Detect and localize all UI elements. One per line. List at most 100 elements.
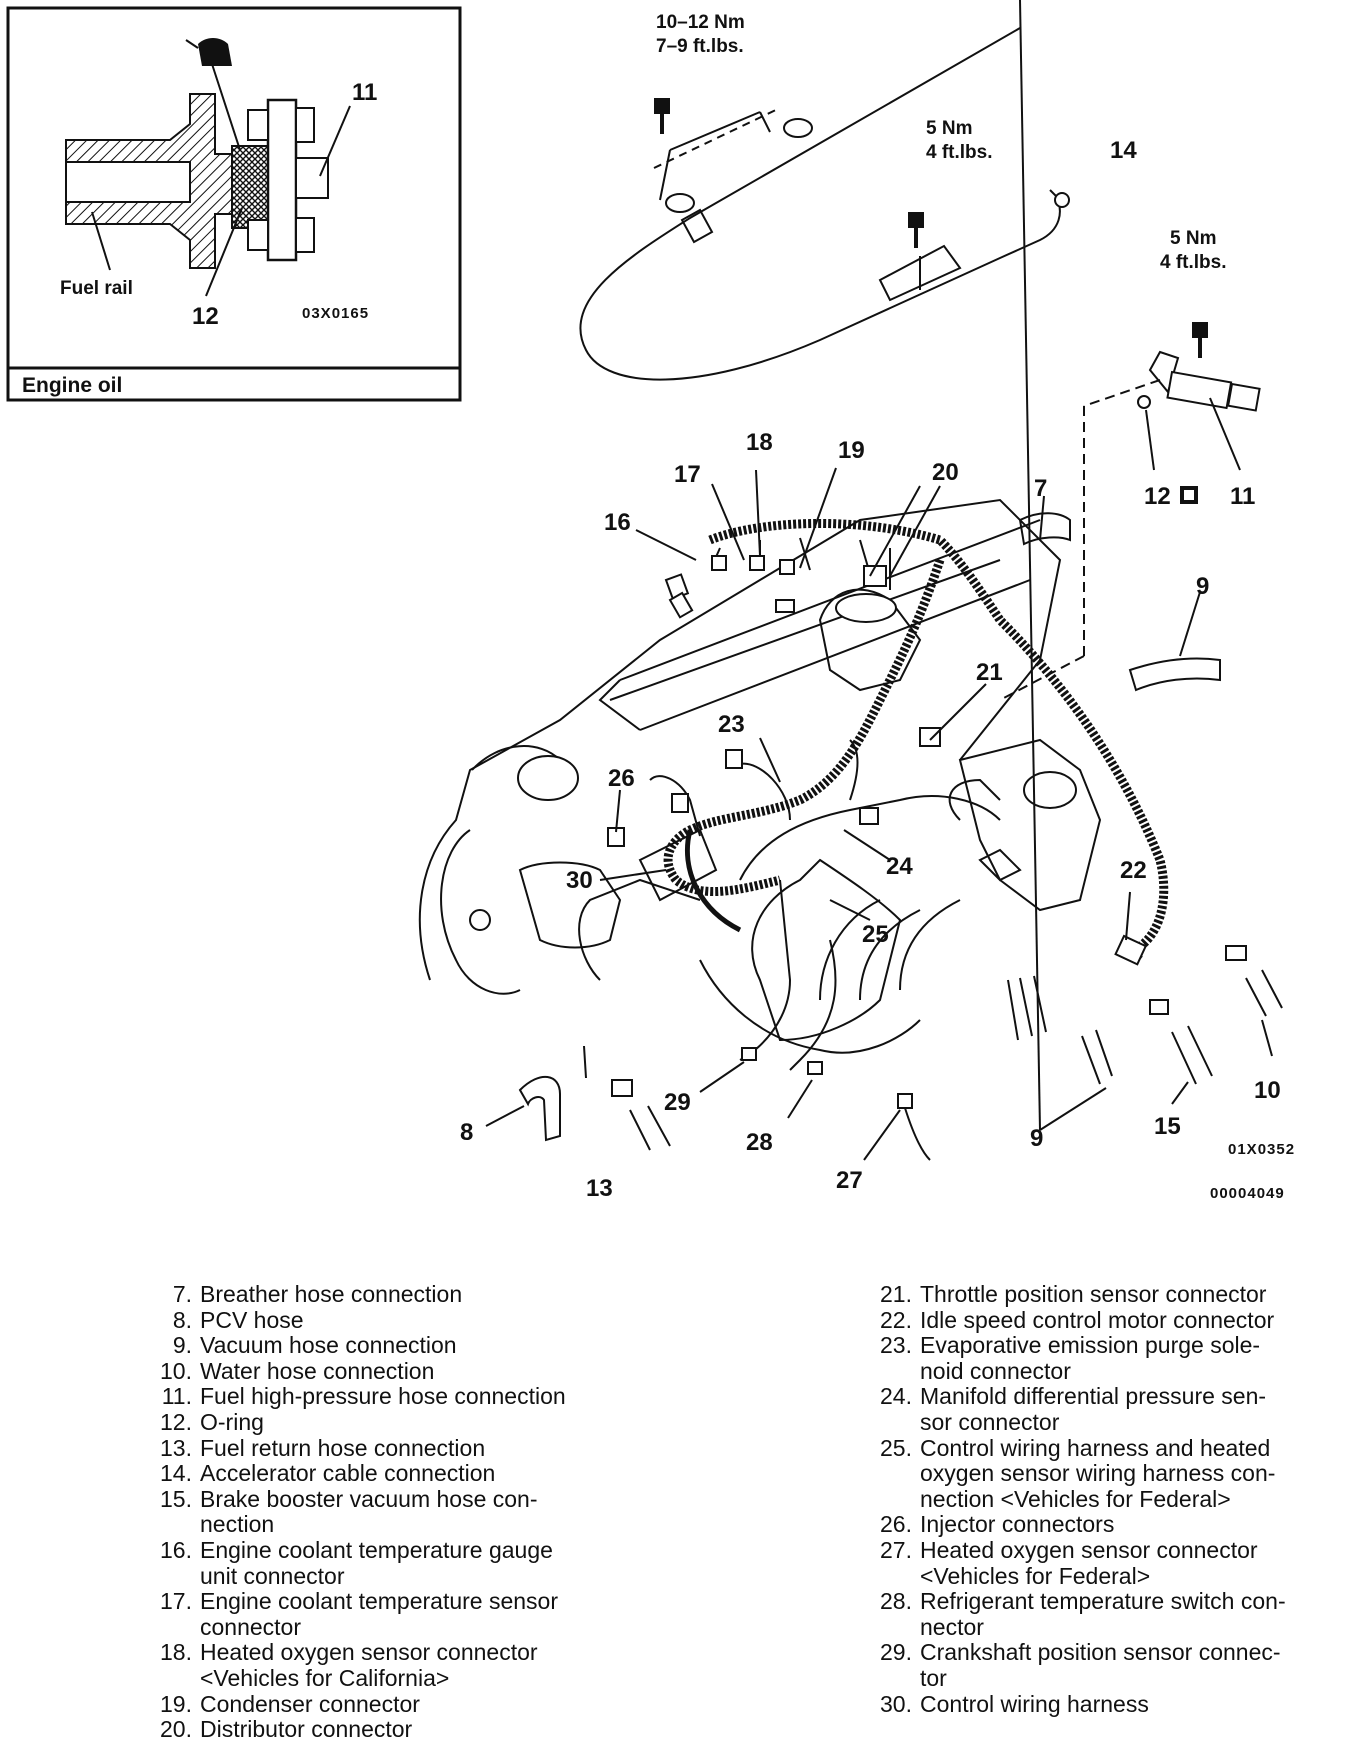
legend-text: tor xyxy=(920,1664,947,1691)
legend-text: PCV hose xyxy=(200,1306,304,1333)
callout-22: 22 xyxy=(1120,857,1147,884)
legend-number: 25. xyxy=(880,1434,912,1461)
legend-text: Crankshaft position sensor connec- xyxy=(920,1639,1281,1666)
inset-callout-12: 12 xyxy=(192,303,219,330)
legend-item: 30.Control wiring harness xyxy=(868,1691,1348,1718)
legend-text: unit connector xyxy=(200,1562,345,1589)
legend-text: Accelerator cable connection xyxy=(200,1460,496,1487)
inset-panel: Engine oil 11 12 Fuel rail 03X0165 xyxy=(6,6,462,402)
legend-number: 12. xyxy=(160,1408,192,1435)
callout-11: 11 xyxy=(1230,483,1255,510)
legend-text: nection <Vehicles for Federal> xyxy=(920,1485,1231,1512)
legend-text: <Vehicles for California> xyxy=(200,1664,450,1691)
legend-text: Idle speed control motor connector xyxy=(920,1306,1275,1333)
engine-wiring-diagram: Engine oil 11 12 Fuel rail 03X0165 xyxy=(6,0,1295,1200)
legend-text: Water hose connection xyxy=(200,1357,435,1384)
legend-item: 11.Fuel high-pressure hose connection xyxy=(148,1384,708,1410)
legend-text: sor connector xyxy=(920,1408,1060,1435)
legend-text: nection xyxy=(200,1511,275,1538)
oil-can-icon xyxy=(185,38,232,66)
hose-nipple xyxy=(295,157,329,199)
legend-text: connector xyxy=(200,1613,302,1640)
drawing-code: 01X0352 xyxy=(1228,1141,1295,1158)
legend-number: 18. xyxy=(160,1639,192,1666)
callout-leaders xyxy=(485,0,1273,1161)
inset-callout-11: 11 xyxy=(352,79,377,106)
legend-text: Heated oxygen sensor connector xyxy=(920,1536,1258,1563)
legend-item: 28. Refrigerant temperature switch con-ne… xyxy=(868,1589,1348,1640)
torque-spec-1: 10–12 Nm 7–9 ft.lbs. xyxy=(656,12,745,57)
legend-item: 15.Brake booster vacuum hose con-nection xyxy=(148,1485,708,1538)
callout-9-top: 9 xyxy=(1196,573,1209,600)
legend-text: <Vehicles for Federal> xyxy=(920,1562,1151,1589)
legend-item: 27. Heated oxygen sensor connector<Vehicl… xyxy=(868,1536,1348,1589)
callout-30: 30 xyxy=(566,867,593,894)
legend-number: 15. xyxy=(160,1485,192,1512)
legend-text: noid connector xyxy=(920,1357,1071,1384)
legend-text: nector xyxy=(920,1613,984,1640)
o-ring-section xyxy=(231,145,269,229)
callout-24: 24 xyxy=(886,853,913,880)
torque-spec-3: 5 Nm 4 ft.lbs. xyxy=(1160,228,1227,273)
svg-text:10–12 Nm: 10–12 Nm xyxy=(656,12,745,33)
callout-20: 20 xyxy=(932,459,959,486)
legend-text: Manifold differential pressure sen- xyxy=(920,1383,1267,1410)
legend-item: 12. O-ring xyxy=(148,1408,708,1436)
hose-flange xyxy=(266,98,298,262)
legend-number: 24. xyxy=(880,1383,912,1410)
legend-number: 27. xyxy=(880,1536,912,1563)
cable-end xyxy=(1054,192,1070,208)
connector-icons xyxy=(607,555,1148,1161)
engine-block xyxy=(418,498,1102,1054)
o-ring-icon xyxy=(1137,395,1151,409)
svg-text:4 ft.lbs.: 4 ft.lbs. xyxy=(926,142,993,163)
legend-text: Engine coolant temperature gauge xyxy=(200,1536,553,1563)
callout-10: 10 xyxy=(1254,1077,1281,1104)
callout-28: 28 xyxy=(746,1129,773,1156)
legend-text: Distributor connector xyxy=(200,1716,413,1743)
legend-text: Vacuum hose connection xyxy=(200,1332,457,1359)
bolt-top xyxy=(295,107,315,143)
legend-item: 13. Fuel return hose connection xyxy=(148,1434,708,1462)
legend-text: O-ring xyxy=(200,1408,264,1435)
legend-item: 24. Manifold differential pressure sen-so… xyxy=(868,1384,1348,1435)
legend-number: 17. xyxy=(160,1588,192,1615)
callout-19: 19 xyxy=(838,437,865,464)
legend-item: 26.Injector connectors xyxy=(868,1512,1348,1538)
legend-number: 9. xyxy=(172,1332,192,1359)
callout-9-bottom: 9 xyxy=(1030,1125,1043,1152)
legend-number: 11. xyxy=(161,1383,192,1410)
callout-18: 18 xyxy=(746,429,773,456)
legend-number: 29. xyxy=(880,1639,912,1666)
legend-text: Condenser connector xyxy=(200,1690,420,1717)
legend-text: Breather hose connection xyxy=(200,1281,463,1307)
callout-23: 23 xyxy=(718,711,745,738)
legend-number: 10. xyxy=(160,1357,192,1384)
legend-item: 29. Crankshaft position sensor connec-tor xyxy=(868,1640,1348,1691)
callout-27: 27 xyxy=(836,1167,863,1194)
bolt-icon xyxy=(654,98,670,134)
callout-14: 14 xyxy=(1110,137,1137,164)
legend-number: 20. xyxy=(160,1716,192,1743)
page-code: 00004049 xyxy=(1210,1185,1285,1200)
legend-number: 13. xyxy=(160,1434,192,1461)
legend-text: Fuel return hose connection xyxy=(200,1434,486,1461)
callout-7: 7 xyxy=(1034,475,1047,502)
legend-item: 23.Evaporative emission purge sole-noid … xyxy=(868,1333,1348,1384)
legend-text: Refrigerant temperature switch con- xyxy=(920,1588,1286,1615)
fuel-rail-label: Fuel rail xyxy=(60,278,133,299)
legend-number: 21. xyxy=(880,1281,912,1307)
legend-number: 16. xyxy=(160,1536,192,1563)
callout-25: 25 xyxy=(862,921,889,948)
legend-item: 8.PCV hose xyxy=(148,1306,708,1334)
legend-text: Heated oxygen sensor connector xyxy=(200,1639,538,1666)
legend-item: 18. Heated oxygen sensor connector<Vehicl… xyxy=(148,1640,708,1691)
legend-number: 7. xyxy=(172,1281,192,1307)
bolt-icon xyxy=(908,212,924,248)
legend-number: 28. xyxy=(880,1588,912,1615)
bolt-bottom xyxy=(295,217,315,253)
